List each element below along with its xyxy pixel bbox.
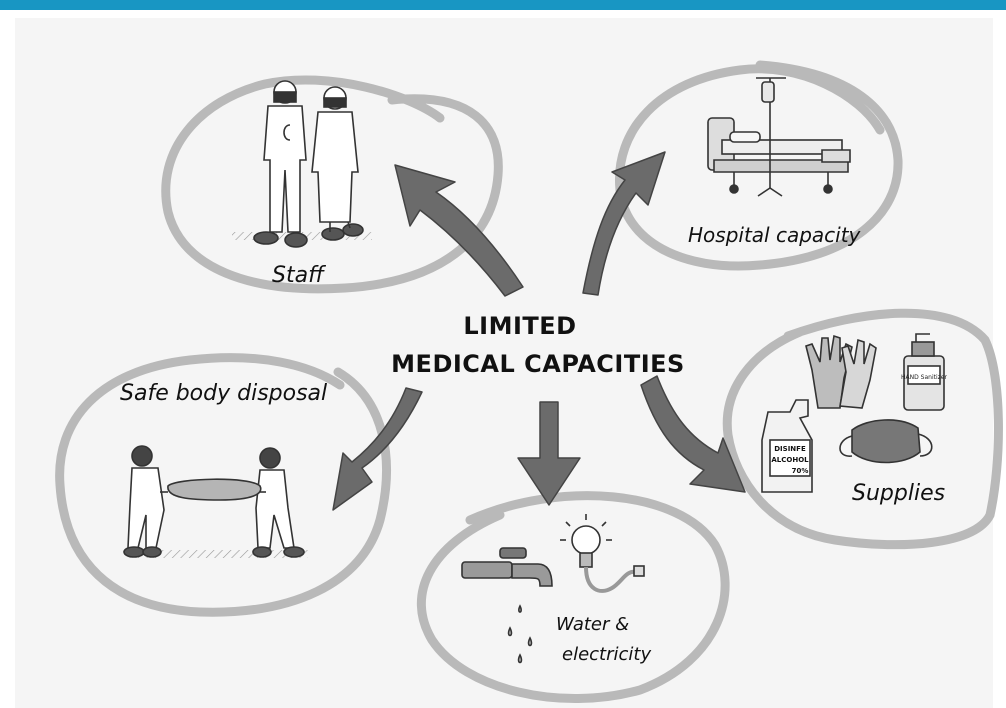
staff-loop <box>161 75 503 294</box>
center-title-line1: LIMITED <box>463 312 576 340</box>
ppe-worker-icon <box>311 86 364 241</box>
gloves-icon <box>805 334 877 409</box>
ppe-worker-icon <box>232 80 372 248</box>
arrow-to-disposal <box>332 387 423 511</box>
hospital-label: Hospital capacity <box>688 223 862 247</box>
center-title-line2: MEDICAL CAPACITIES <box>391 350 685 378</box>
arrow-to-supplies <box>640 375 746 493</box>
hospital-bed-icon <box>707 117 851 194</box>
spray-label-2: ALCOHOL <box>771 456 809 464</box>
accent-top-bar <box>0 0 1006 10</box>
sanitizer-bottle-icon: HAND Sanitizer <box>901 333 947 411</box>
iv-drip-icon <box>756 77 786 197</box>
spray-label-3: 70% <box>792 467 809 475</box>
supplies-loop <box>722 308 1003 550</box>
spray-bottle-icon: DISINFE ALCOHOL 70% <box>761 399 813 493</box>
spray-label-1: DISINFE <box>774 445 806 453</box>
face-mask-icon <box>839 419 933 464</box>
arrow-to-hospital <box>582 151 666 296</box>
arrow-to-water <box>517 401 581 506</box>
stretcher-bearers-icon <box>123 445 308 558</box>
staff-label: Staff <box>272 263 326 288</box>
light-bulb-icon <box>560 514 645 593</box>
arrow-to-staff <box>394 164 524 297</box>
disposal-loop <box>55 353 391 617</box>
supplies-label: Supplies <box>852 481 945 506</box>
water-tap-icon <box>461 547 553 664</box>
water-label-2: electricity <box>562 644 651 665</box>
water-loop <box>416 491 730 703</box>
hospital-loop <box>614 60 903 271</box>
water-label-1: Water & <box>556 614 629 635</box>
disposal-label: Safe body disposal <box>120 381 327 406</box>
sanitizer-label: HAND Sanitizer <box>901 374 947 381</box>
